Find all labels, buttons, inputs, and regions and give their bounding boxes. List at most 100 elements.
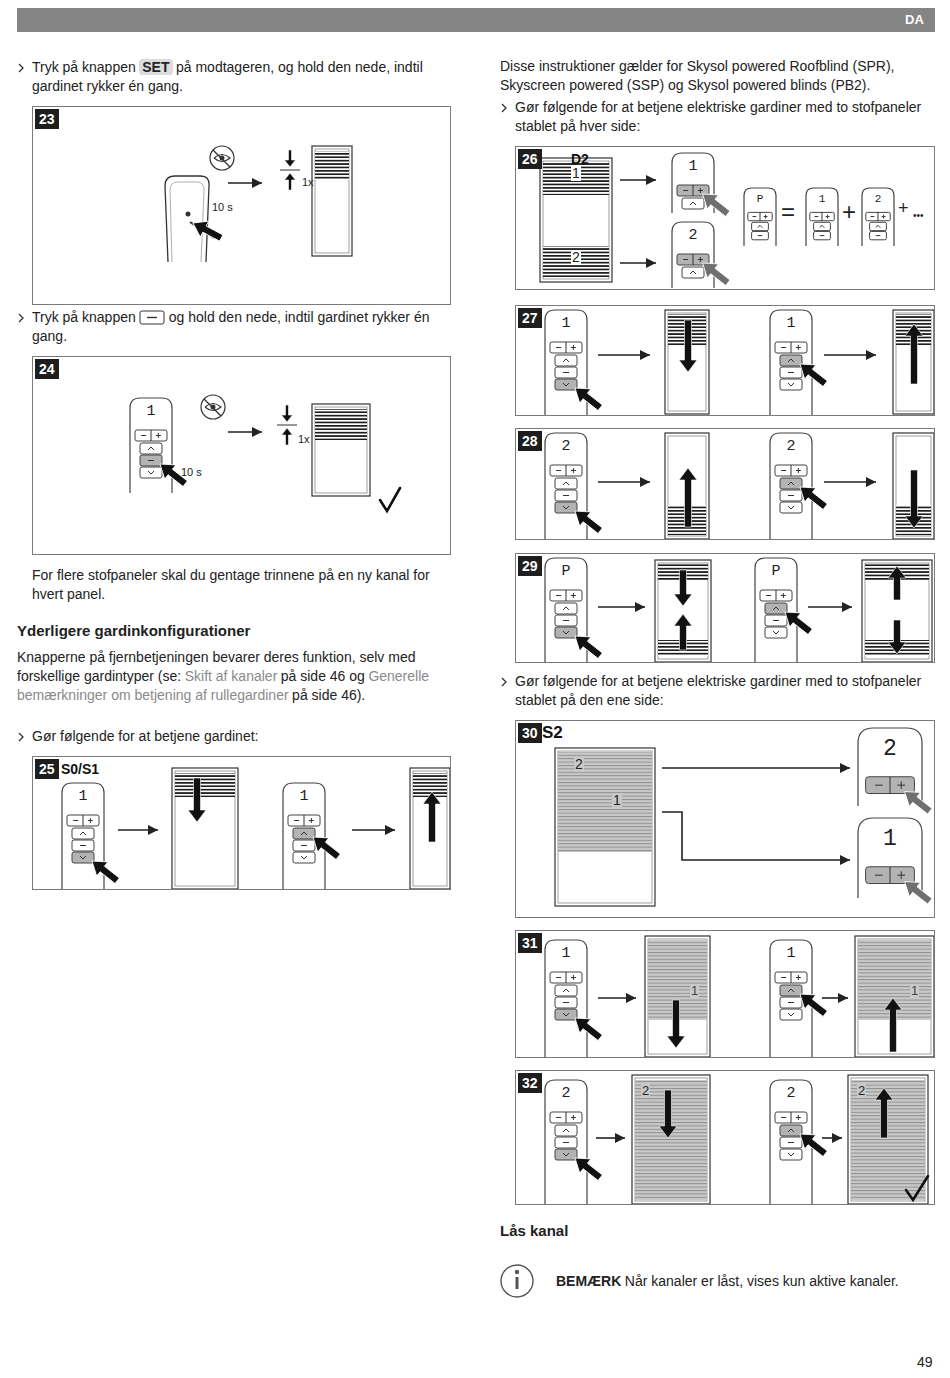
remote-control-part (293, 828, 315, 839)
flow-arrow-part (646, 258, 656, 268)
header-bar (17, 8, 935, 32)
flow-arrow (662, 763, 850, 773)
eye-icon-part (214, 155, 230, 162)
eye-icon-part (210, 146, 234, 170)
figure-number: 32 (518, 1073, 542, 1093)
press-pointer (569, 504, 605, 538)
remote-control-part (555, 1125, 577, 1136)
blind-window-part (667, 1000, 685, 1048)
blind-window-part (175, 771, 235, 886)
remote-control (744, 188, 776, 246)
body-text: Disse instruktioner gælder for Skysol po… (500, 58, 895, 93)
blind-window-part (905, 324, 923, 384)
body-text: på side 46 og (281, 668, 365, 684)
bullet-mark (19, 314, 23, 322)
remote-control-part (556, 1117, 561, 1118)
press-pointer-part (697, 187, 733, 221)
figure-panel: 31 (515, 930, 935, 1058)
remote-control-part (555, 355, 577, 366)
remote-control-part (748, 212, 772, 220)
eye-icon (201, 395, 225, 419)
body-text: Lås kanal (500, 1222, 568, 1239)
remote-control-part (556, 595, 561, 596)
channel-display: 1 (134, 404, 168, 421)
text-paragraph: For flere stofpaneler skal du gentage tr… (32, 566, 442, 604)
flow-arrow (662, 812, 850, 865)
blind-window-part (893, 310, 934, 414)
flow-arrow-part (626, 993, 636, 1003)
cross-reference: Skift af kanaler (185, 668, 278, 684)
count: 1x (298, 433, 310, 445)
flow-arrow-part (866, 477, 876, 487)
remote-control-part (866, 212, 890, 220)
remote-control-part (752, 231, 769, 239)
info-icon-part (501, 1265, 533, 1297)
press-pointer (569, 1151, 605, 1185)
remote-control-part (780, 985, 802, 996)
flow-arrow-part (615, 1133, 625, 1143)
flow-arrow-part (838, 993, 848, 1003)
figure-number: 28 (518, 431, 542, 451)
jog-symbol (280, 150, 300, 190)
flow-arrow (598, 350, 650, 360)
remote-control-part (80, 832, 86, 835)
remote-control-part (810, 212, 834, 220)
remote-control-part (775, 972, 807, 983)
figure-panel: 25S0/S1 (32, 756, 451, 890)
text-paragraph: Gør følgende for at betjene gardinet: (32, 727, 452, 746)
body-text: BEMÆRK (556, 1273, 621, 1289)
remote-control-part (814, 216, 818, 217)
press-pointer-part (569, 381, 605, 415)
text-paragraph: Tryk på knappenSETpå modtageren, og hold… (32, 58, 452, 96)
blind-window-part (315, 409, 367, 440)
press-pointer (899, 784, 935, 818)
blind-window-part (679, 320, 697, 372)
remote-control-part (563, 383, 569, 386)
remote-control-part (563, 989, 569, 992)
remote-control-part (293, 840, 315, 851)
blind-window (665, 433, 709, 539)
remote-control-part (806, 188, 838, 246)
equals-sign: = (781, 199, 795, 225)
remote-control-part (140, 443, 162, 454)
press-pointer (794, 357, 830, 391)
remote-control-part (780, 1125, 802, 1136)
remote-control-part (556, 347, 561, 348)
body-text: For flere stofpaneler skal du gentage tr… (32, 567, 430, 602)
remote-control-part (566, 972, 567, 983)
bullet-mark-part (502, 104, 506, 112)
figure-panel: 28 (515, 428, 935, 540)
press-pointer-part (307, 830, 343, 864)
remote-control (755, 558, 797, 663)
remote-control-part (693, 254, 694, 265)
press-pointer-part (569, 1151, 605, 1185)
flow-arrow-part (662, 812, 850, 860)
remote-control-part (80, 845, 86, 846)
remote-control-part (796, 468, 801, 473)
blind-window-part (658, 563, 708, 659)
remote-control-part (563, 1153, 569, 1156)
remote-control-part (820, 235, 825, 236)
remote-control-part (301, 832, 307, 835)
eye-icon-part (213, 150, 230, 167)
remote-control-part (878, 212, 879, 220)
remote-control (862, 188, 894, 246)
remote-control-part (866, 867, 915, 884)
eye-icon-part (204, 399, 221, 416)
figure-panel: 23 (32, 106, 451, 305)
channel-display: 2 (549, 1086, 583, 1103)
remote-control-part (135, 430, 167, 441)
press-pointer (794, 987, 830, 1021)
blind-window-part (315, 149, 349, 253)
panel-number: 1 (612, 793, 622, 808)
bullet-mark (19, 64, 23, 72)
remote-control-part (73, 820, 78, 821)
blind-window (312, 404, 370, 496)
check-mark (906, 1176, 928, 1200)
remote-control-part (758, 225, 763, 227)
flow-arrow-part (252, 178, 262, 188)
remote-control-part (683, 259, 688, 260)
info-icon-part (515, 1270, 519, 1274)
flow-arrow (598, 993, 636, 1003)
remote-control-part (571, 1115, 576, 1120)
